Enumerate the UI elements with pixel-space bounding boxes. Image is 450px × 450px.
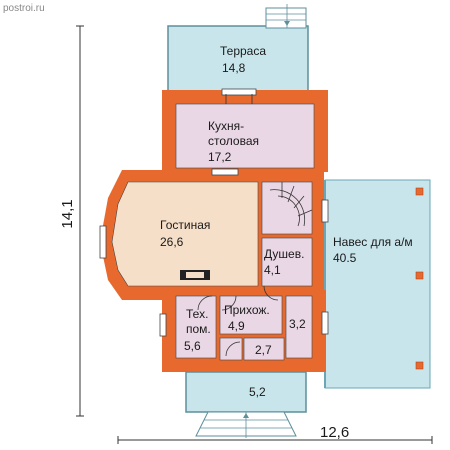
stairs-arrow-icon	[284, 21, 290, 26]
width-dimension-label: 12,6	[320, 424, 349, 441]
closet-right-area: 3,2	[289, 317, 306, 331]
windows	[99, 88, 329, 337]
shower-area: 4,1	[264, 263, 281, 277]
tech-area: 5,6	[184, 339, 201, 353]
kitchen-name-line2: столовая	[208, 134, 259, 148]
tech-floor	[175, 295, 217, 359]
window	[321, 199, 329, 223]
door	[225, 341, 241, 357]
kitchen-area: 17,2	[208, 150, 232, 164]
tech-name-line1: Тех.	[186, 307, 208, 321]
fireplace	[180, 270, 210, 280]
dimension-height	[76, 25, 84, 417]
hall-floor	[219, 295, 283, 335]
carport-post	[415, 361, 424, 370]
terrace-name: Терраса	[220, 44, 266, 58]
window	[321, 311, 329, 335]
window	[221, 88, 257, 96]
porch	[185, 371, 307, 438]
door	[221, 295, 237, 311]
door	[197, 295, 213, 311]
door	[225, 94, 253, 104]
tech-name-line2: пом.	[186, 322, 211, 336]
living-area: 26,6	[160, 235, 184, 249]
hall-name: Прихож.	[224, 303, 270, 317]
kitchen-floor	[175, 103, 315, 169]
closet-small-floor	[243, 337, 285, 361]
living-name: Гостиная	[160, 218, 210, 232]
terrace-stairs	[265, 7, 307, 29]
terrace-area: 14,8	[222, 61, 246, 75]
kitchen-name-line1: Кухня-	[208, 119, 244, 133]
staircase	[261, 181, 313, 235]
spiral-stairs	[269, 182, 313, 227]
window	[211, 168, 239, 176]
shower-name: Душев.	[264, 247, 304, 261]
watermark: postroi.ru	[3, 3, 45, 14]
hall-area: 4,9	[228, 319, 245, 333]
dimension-width	[117, 436, 433, 444]
closet-small-area: 2,7	[255, 343, 272, 357]
room-floors	[111, 103, 315, 361]
carport-area: 40.5	[333, 251, 357, 265]
shower-floor	[261, 237, 313, 287]
entry-arrow-icon	[243, 413, 249, 418]
door	[263, 285, 279, 301]
carport-post	[415, 271, 424, 280]
closet-right-floor	[285, 295, 313, 359]
carport-post	[415, 187, 424, 196]
window	[99, 225, 107, 259]
window	[159, 313, 167, 337]
living-floor	[111, 181, 259, 287]
height-dimension-label: 14,1	[59, 199, 76, 228]
carport	[324, 179, 431, 389]
porch-area: 5,2	[249, 385, 266, 399]
carport-name: Навес для а/м	[333, 235, 413, 249]
